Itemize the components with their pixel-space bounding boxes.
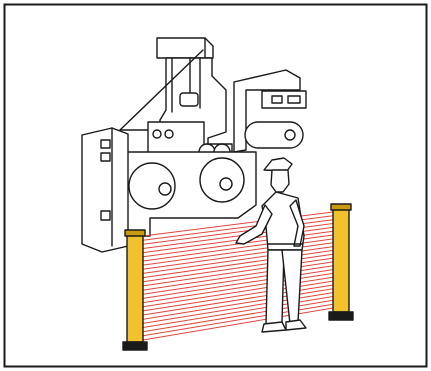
right-post-body [333,208,349,312]
cabinet-switch-3 [101,211,110,220]
right-post-base [329,312,353,320]
left-post-base [123,342,147,350]
cabinet-switch-1 [101,140,110,148]
left-post-body [127,234,143,342]
machine-gauge-left [153,130,161,138]
left-post-cap [125,230,145,236]
worker-leg-left [266,250,284,326]
machine-upper-roller [180,93,198,106]
cabinet-switch-2 [101,153,110,161]
worker-head [271,170,289,192]
left-safety-post [123,230,147,350]
worker-shoe-left [262,322,286,332]
machine-gauge-right [165,130,173,138]
right-safety-post [329,204,353,320]
right-post-cap [331,204,351,210]
